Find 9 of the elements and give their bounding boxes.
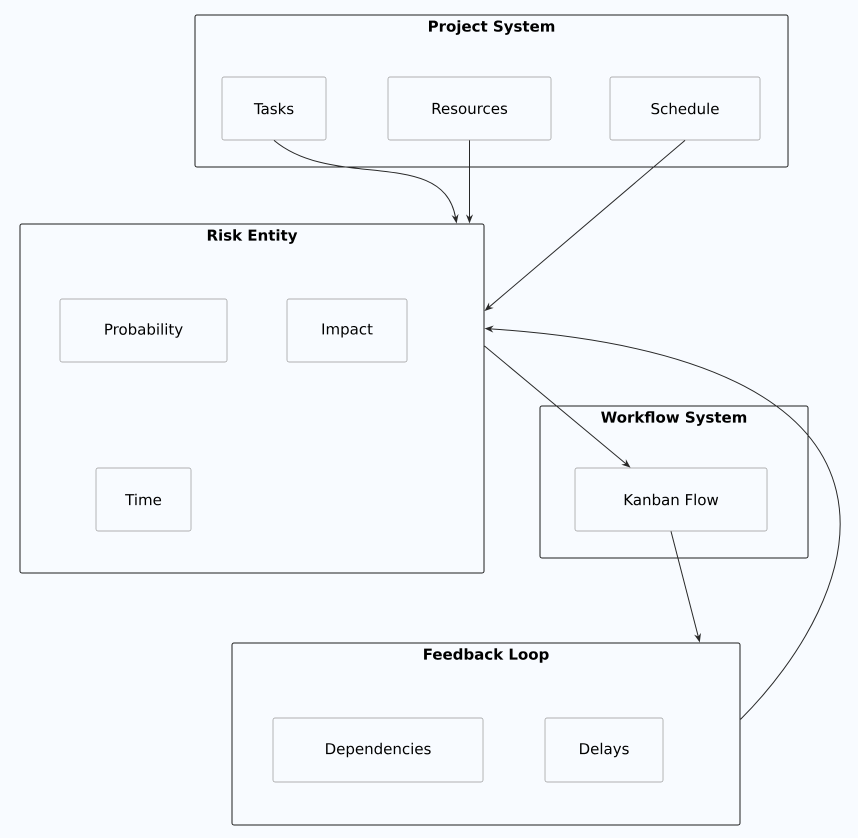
item-box: Time [96, 468, 192, 532]
item-box: Kanban Flow [574, 468, 768, 532]
item-box: Resources [388, 76, 552, 140]
item-box: Impact [286, 298, 408, 362]
item-box: Probability [60, 298, 228, 362]
item-box: Delays [544, 718, 664, 782]
item-box: Tasks [222, 76, 326, 140]
item-box: Schedule [610, 76, 760, 140]
item-box: Dependencies [272, 718, 484, 782]
